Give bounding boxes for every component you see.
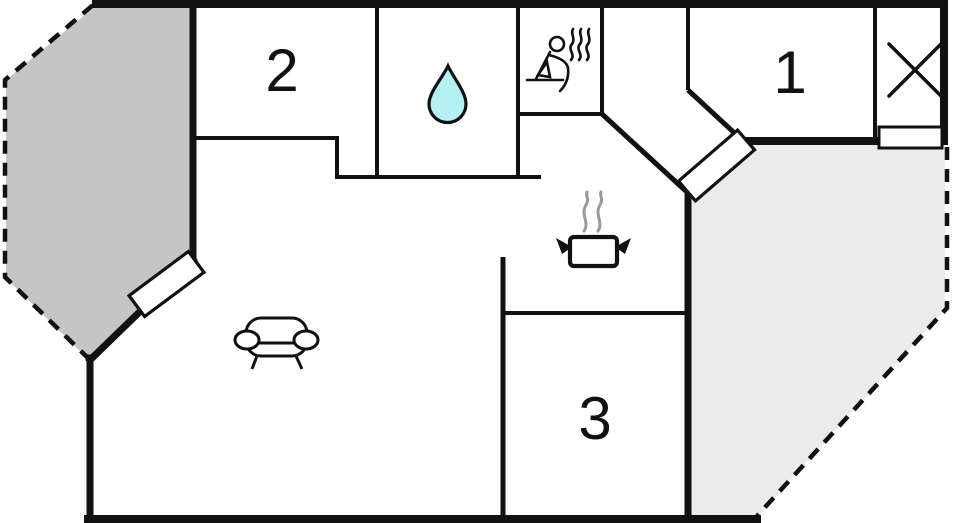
sauna-steam-2 (577, 27, 583, 62)
door-left-rect (126, 249, 207, 319)
terrace-right-area (691, 140, 945, 517)
pot-handle-left (556, 238, 572, 254)
wall-hall-diagonal (600, 112, 690, 195)
cooking-pot-icon (556, 190, 631, 269)
sofa-leg-left (250, 355, 259, 370)
sauna-steam-3 (585, 27, 591, 62)
terrace-right (691, 140, 945, 517)
sofa-icon (233, 316, 320, 370)
pot-handle-right (615, 238, 631, 254)
bedroom3-label: 3 (578, 385, 612, 452)
wall-bedroom1-chamfer (686, 88, 743, 141)
bedroom1-label: 1 (773, 39, 807, 106)
entrance-door-left (126, 249, 207, 319)
sauna-steam-1 (569, 27, 575, 62)
sauna-person-arm (535, 58, 552, 79)
sauna-person-icon (525, 27, 591, 93)
sofa-armrest-left (233, 329, 261, 351)
sauna-person-leg (547, 53, 570, 93)
terrace-left-area (6, 4, 193, 361)
wall-bedroom2-bathroom-bottom (193, 136, 541, 179)
terrace-left (6, 4, 193, 361)
water-drop-icon (427, 62, 468, 125)
pot-steam-1 (582, 190, 590, 233)
pot-body (567, 234, 620, 269)
entrance-door-right (676, 127, 757, 204)
x-mark-icon (887, 42, 943, 98)
sofa-armrest-right (292, 329, 320, 351)
interior-walls (193, 4, 877, 517)
terrace-dashed-boundaries (2, 3, 950, 518)
pot-steam-2 (596, 190, 604, 233)
bedroom2-label: 2 (265, 37, 299, 104)
x-line-2 (887, 42, 943, 98)
window-rect (877, 125, 944, 150)
door-right-rect (676, 127, 757, 204)
sauna-person-head (548, 35, 566, 53)
terrace-right-dashed-edge (755, 147, 950, 518)
sofa-leg-right (294, 355, 304, 370)
